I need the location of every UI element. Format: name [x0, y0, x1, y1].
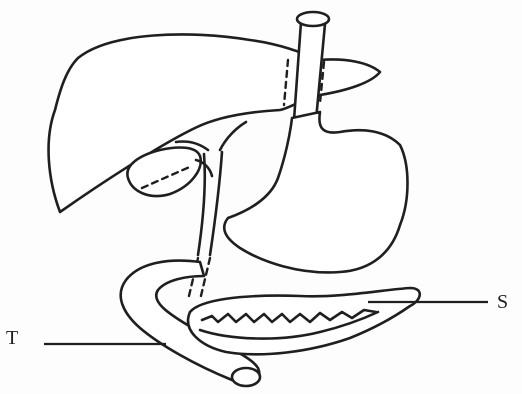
- esophagus-opening: [297, 12, 329, 26]
- esophagus: [294, 22, 325, 120]
- hepatic-duct-right: [220, 122, 246, 150]
- label-s: S: [497, 292, 508, 312]
- label-t: T: [6, 328, 18, 348]
- common-bile-duct-right: [210, 152, 222, 255]
- pancreas: [188, 288, 420, 354]
- duodenum-opening: [232, 368, 260, 386]
- stomach: [224, 112, 407, 272]
